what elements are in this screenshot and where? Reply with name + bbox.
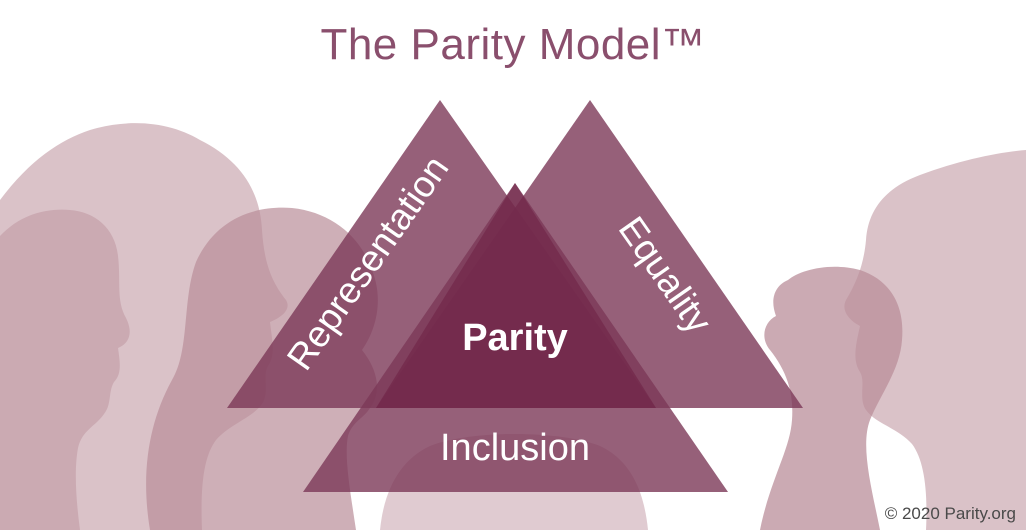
silhouette-right-front	[760, 266, 903, 530]
triangle-group	[227, 100, 803, 492]
silhouette-right-back	[844, 150, 1026, 530]
parity-core	[376, 183, 656, 408]
silhouette-left-front	[0, 209, 130, 530]
label-parity: Parity	[462, 317, 568, 359]
copyright-notice: © 2020 Parity.org	[884, 504, 1016, 523]
label-inclusion: Inclusion	[440, 427, 590, 469]
page-title: The Parity Model™	[320, 20, 706, 69]
